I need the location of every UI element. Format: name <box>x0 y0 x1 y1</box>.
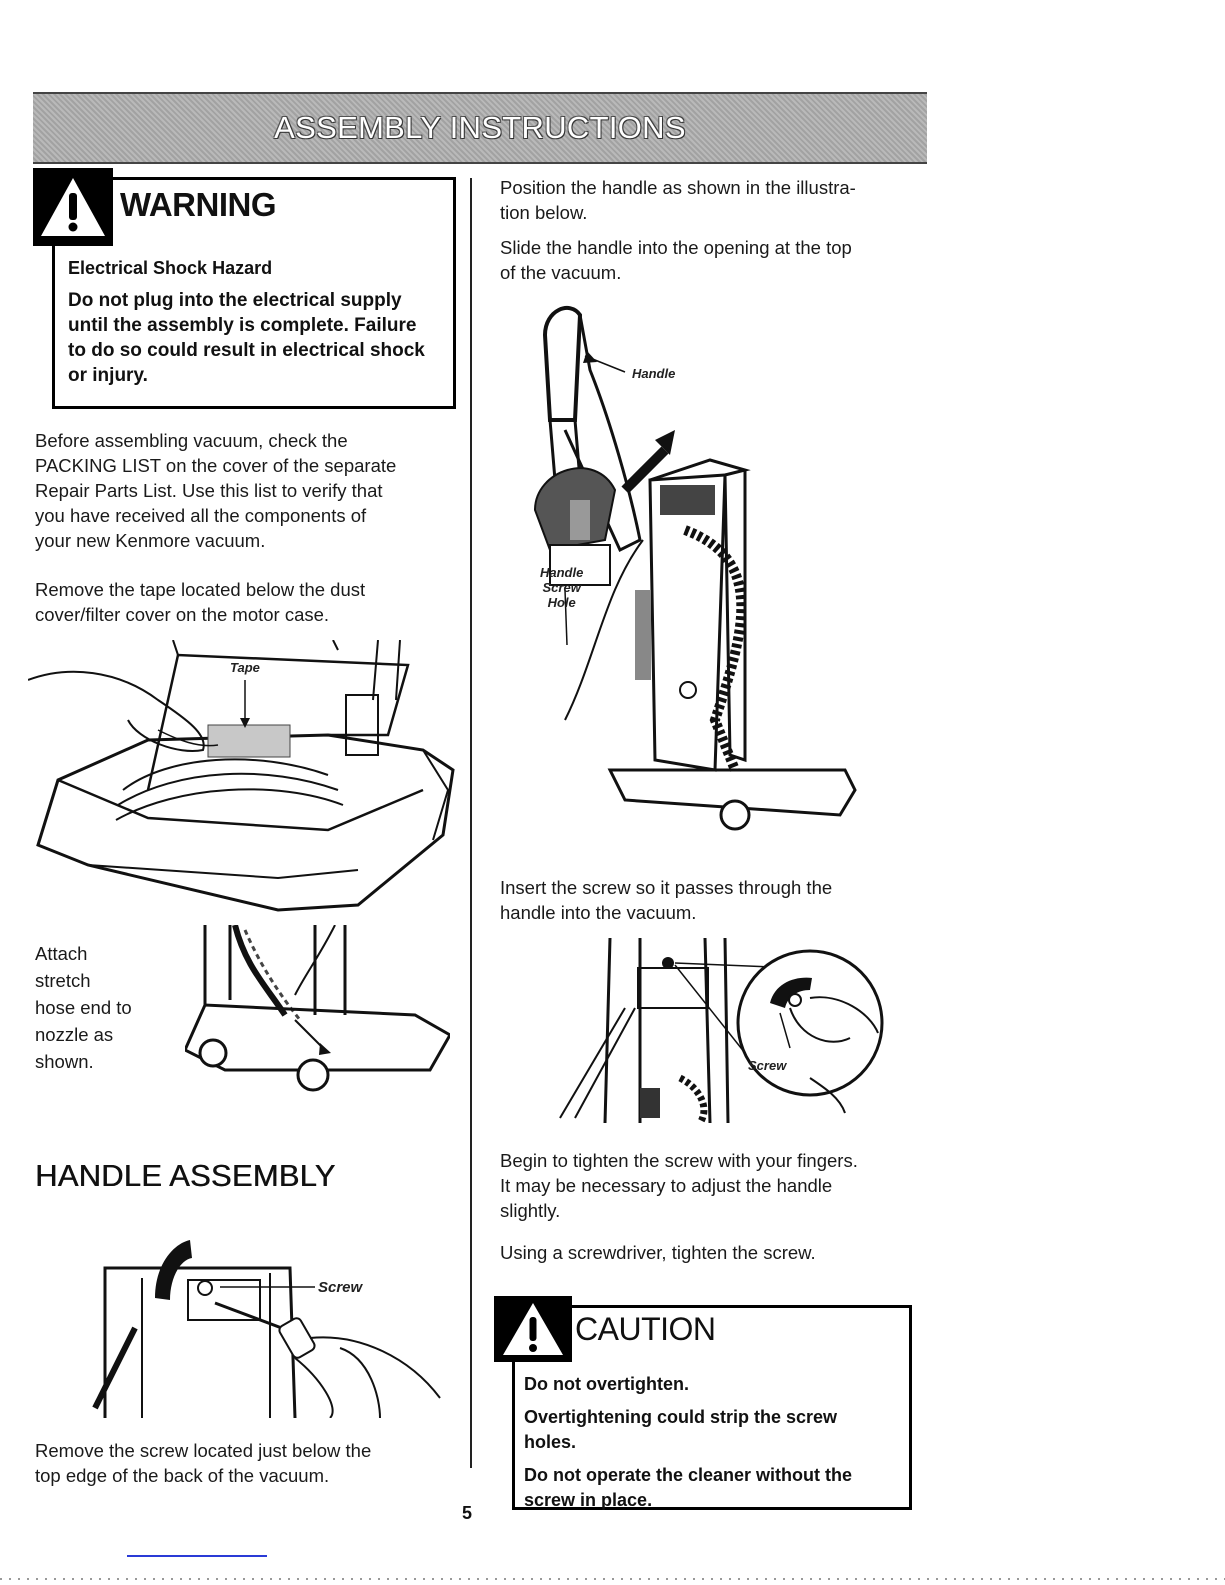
caution-title: CAUTION <box>575 1311 716 1347</box>
caution-box <box>512 1305 912 1510</box>
screwdriver-instruction: Using a screwdriver, tighten the screw. <box>500 1242 816 1263</box>
intro-line: Repair Parts List. Use this list to veri… <box>35 480 383 501</box>
caution-badge <box>494 1296 572 1362</box>
slide-line: Slide the handle into the opening at the… <box>500 237 852 258</box>
nozzle-tape-illustration <box>28 640 455 912</box>
caution-body: Do not overtighten. Overtightening could… <box>524 1372 909 1513</box>
warning-line: until the assembly is complete. Failure <box>68 315 417 336</box>
insert-screw-instruction: Insert the screw so it passes through th… <box>500 875 920 925</box>
caution-triangle-icon <box>503 1303 563 1355</box>
remove-screw-line: Remove the screw located just below the <box>35 1440 372 1461</box>
intro-line: PACKING LIST on the cover of the separat… <box>35 455 397 476</box>
vacuum-handle-illustration <box>533 305 857 831</box>
caution-line: screw in place. <box>524 1490 653 1510</box>
tighten-line: Begin to tighten the screw with your fin… <box>500 1150 858 1171</box>
tighten-line: It may be necessary to adjust the handle <box>500 1175 833 1196</box>
remove-screw-instruction: Remove the screw located just below the … <box>35 1438 455 1488</box>
warning-line: or injury. <box>68 365 148 386</box>
position-handle-instruction: Position the handle as shown in the illu… <box>500 175 920 225</box>
caution-line: holes. <box>524 1432 577 1452</box>
handle-screw-hole-line: Screw <box>542 580 581 595</box>
scan-dotted-border <box>0 1578 1225 1580</box>
handle-screw-hole-line: Hole <box>547 595 576 610</box>
warning-box <box>52 177 456 409</box>
warning-line: to do so could result in electrical shoc… <box>68 340 425 361</box>
column-divider <box>470 178 472 1468</box>
handle-label: Handle <box>632 366 676 381</box>
tape-instruction: Remove the tape located below the dust c… <box>35 577 455 627</box>
caution-line: Do not operate the cleaner without the <box>524 1465 853 1485</box>
attach-line: hose end to <box>35 997 132 1018</box>
position-line: Position the handle as shown in the illu… <box>500 177 856 198</box>
insert-screw-illustration <box>559 938 884 1123</box>
handle-screw-hole-label: Handle Screw Hole <box>540 565 583 610</box>
caution-line: Do not overtighten. <box>524 1374 689 1394</box>
section-header-bar: ASSEMBLY INSTRUCTIONS <box>33 92 927 164</box>
attach-line: Attach <box>35 943 88 964</box>
attach-line: nozzle as <box>35 1024 114 1045</box>
warning-badge <box>33 168 113 246</box>
insert-line: handle into the vacuum. <box>500 902 697 923</box>
intro-line: you have received all the components of <box>35 505 367 526</box>
warning-triangle-icon <box>41 178 105 236</box>
position-line: tion below. <box>500 202 588 223</box>
hose-attach-illustration <box>185 925 450 1092</box>
intro-paragraph: Before assembling vacuum, check the PACK… <box>35 428 455 553</box>
scan-artifact-line <box>127 1555 267 1557</box>
intro-line: Before assembling vacuum, check the <box>35 430 348 451</box>
tape-line: Remove the tape located below the dust <box>35 579 366 600</box>
remove-screw-line: top edge of the back of the vacuum. <box>35 1465 330 1486</box>
insert-line: Insert the screw so it passes through th… <box>500 877 833 898</box>
tighten-line: slightly. <box>500 1200 561 1221</box>
tape-line: cover/filter cover on the motor case. <box>35 604 330 625</box>
tape-label: Tape <box>230 660 260 675</box>
warning-title: WARNING <box>120 186 277 223</box>
intro-line: your new Kenmore vacuum. <box>35 530 266 551</box>
page-title: ASSEMBLY INSTRUCTIONS <box>274 110 686 145</box>
slide-line: of the vacuum. <box>500 262 622 283</box>
attach-line: shown. <box>35 1051 94 1072</box>
attach-line: stretch <box>35 970 91 991</box>
screw-label-right: Screw <box>748 1058 787 1073</box>
warning-body: Do not plug into the electrical supply u… <box>68 288 448 388</box>
handle-screw-removal-illustration <box>92 1240 441 1418</box>
slide-handle-instruction: Slide the handle into the opening at the… <box>500 235 920 285</box>
attach-instruction: Attach stretch hose end to nozzle as sho… <box>35 940 175 1075</box>
handle-screw-hole-line: Handle <box>540 565 584 580</box>
handle-assembly-heading: HANDLE ASSEMBLY <box>35 1158 336 1193</box>
warning-subtitle: Electrical Shock Hazard <box>68 258 273 278</box>
caution-line: Overtightening could strip the screw <box>524 1407 838 1427</box>
page-number: 5 <box>462 1503 473 1523</box>
tighten-instruction: Begin to tighten the screw with your fin… <box>500 1148 920 1223</box>
screw-label-left: Screw <box>318 1279 363 1296</box>
warning-line: Do not plug into the electrical supply <box>68 290 402 311</box>
